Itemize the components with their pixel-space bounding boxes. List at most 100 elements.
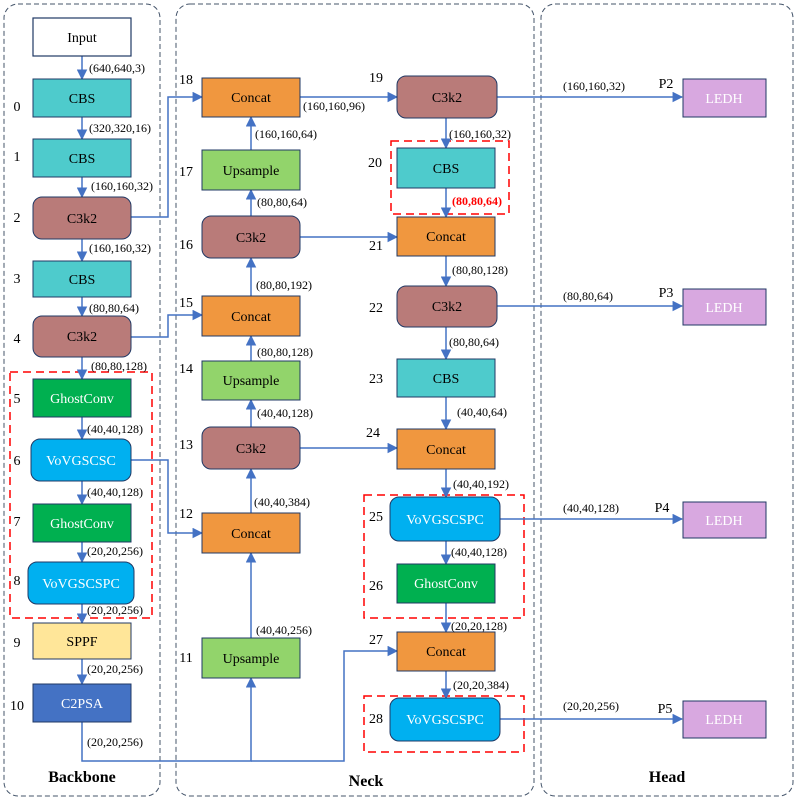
node-14-label: Upsample — [223, 374, 280, 389]
node-input: Input — [32, 17, 132, 57]
edge-2-18 — [131, 91, 204, 218]
node-28-index: 28 — [369, 712, 383, 727]
shape-label-4: (80,80,128) — [91, 359, 147, 373]
node-11: Upsample — [201, 637, 301, 679]
shape-label-18: (160,160,96) — [303, 99, 365, 113]
node-8-label: VoVGSCSPC — [42, 577, 120, 592]
node-0: CBS — [32, 78, 132, 118]
node-24-index: 24 — [366, 426, 380, 441]
shape-label-9: (20,20,256) — [87, 662, 143, 676]
node-16: C3k2 — [201, 215, 301, 259]
node-7-label: GhostConv — [50, 517, 114, 532]
node-28-label: VoVGSCSPC — [406, 713, 484, 728]
edge-6-12 — [131, 459, 204, 539]
head-p4-box-label: LEDH — [705, 514, 742, 529]
node-12: Concat — [201, 512, 301, 554]
node-18: Concat — [201, 77, 301, 118]
node-7-index: 7 — [14, 515, 21, 530]
node-6-index: 6 — [14, 454, 21, 469]
node-5-index: 5 — [14, 392, 21, 407]
edge-10-11 — [81, 676, 257, 762]
shape-label-14: (80,80,128) — [257, 345, 313, 359]
node-27: Concat — [396, 631, 496, 672]
head-p2-shape: (160,160,32) — [563, 79, 625, 93]
edge-10-27 — [251, 645, 399, 762]
node-2: C3k2 — [32, 196, 132, 240]
shape-label-2: (160,160,32) — [89, 241, 151, 255]
node-17-label: Upsample — [223, 164, 280, 179]
node-15: Concat — [201, 295, 301, 337]
node-6: VoVGSCSC — [30, 438, 132, 482]
node-input-label: Input — [67, 31, 97, 46]
head-p5-label: P5 — [658, 702, 673, 717]
node-4-label: C3k2 — [67, 330, 97, 345]
shape-label-20: (80,80,64) — [452, 194, 502, 208]
head-panel — [540, 3, 794, 797]
node-23-index: 23 — [369, 372, 383, 387]
node-3-label: CBS — [69, 273, 95, 288]
shape-label-1: (160,160,32) — [91, 179, 153, 193]
shape-label-11: (40,40,256) — [256, 623, 312, 637]
shape-label-24: (40,40,192) — [453, 477, 509, 491]
node-1: CBS — [32, 138, 132, 178]
shape-label-6: (40,40,128) — [87, 485, 143, 499]
node-2-index: 2 — [14, 211, 21, 226]
node-22-index: 22 — [369, 301, 383, 316]
node-24: Concat — [396, 428, 496, 470]
node-5: GhostConv — [32, 378, 132, 418]
head-p2-label: P2 — [659, 77, 674, 92]
node-26-index: 26 — [369, 579, 383, 594]
node-13-index: 13 — [179, 438, 193, 453]
shape-label-8: (20,20,256) — [87, 603, 143, 617]
node-10-label: C2PSA — [61, 697, 104, 712]
node-14: Upsample — [201, 360, 301, 401]
connections — [76, 56, 684, 762]
node-14-index: 14 — [179, 362, 193, 377]
node-21-index: 21 — [369, 239, 383, 254]
shape-label-0: (320,320,16) — [89, 121, 151, 135]
node-22: C3k2 — [396, 285, 498, 328]
node-9-index: 9 — [14, 636, 21, 651]
head-p2: LEDH P2 (160,160,32) — [563, 77, 767, 118]
node-3: CBS — [32, 260, 132, 298]
node-16-index: 16 — [179, 238, 193, 253]
shape-label-16: (80,80,64) — [257, 195, 307, 209]
node-7: GhostConv — [32, 503, 132, 543]
node-23-label: CBS — [433, 372, 459, 387]
shape-label-15: (80,80,192) — [256, 278, 312, 292]
shape-label-3: (80,80,64) — [89, 301, 139, 315]
node-25-label: VoVGSCSPC — [406, 513, 484, 528]
node-1-label: CBS — [69, 152, 95, 167]
node-18-label: Concat — [231, 91, 271, 106]
node-13: C3k2 — [201, 426, 301, 470]
shape-label-22: (80,80,64) — [449, 335, 499, 349]
node-1-index: 1 — [14, 150, 21, 165]
head-p2-box-label: LEDH — [705, 92, 742, 107]
node-4-index: 4 — [14, 332, 21, 347]
head-p4-label: P4 — [655, 501, 670, 516]
node-11-label: Upsample — [223, 652, 280, 667]
node-19-index: 19 — [369, 71, 383, 86]
node-20: CBS — [396, 147, 496, 189]
shape-label-27: (20,20,384) — [453, 678, 509, 692]
backbone-title: Backbone — [48, 769, 116, 786]
node-12-label: Concat — [231, 527, 271, 542]
shape-label-10: (20,20,256) — [87, 735, 143, 749]
head-p3-box-label: LEDH — [705, 301, 742, 316]
node-9: SPPF — [32, 622, 132, 660]
shape-label-7: (20,20,256) — [87, 544, 143, 558]
shape-label-21: (80,80,128) — [452, 263, 508, 277]
node-26: GhostConv — [396, 563, 496, 604]
node-27-index: 27 — [369, 633, 383, 648]
node-16-label: C3k2 — [236, 231, 266, 246]
shape-label-17: (160,160,64) — [255, 127, 317, 141]
node-9-label: SPPF — [66, 635, 97, 650]
node-8: VoVGSCSPC — [27, 561, 135, 605]
node-19: C3k2 — [396, 75, 498, 119]
head-title: Head — [649, 769, 686, 786]
head-p5-box-label: LEDH — [705, 713, 742, 728]
node-19-label: C3k2 — [432, 91, 462, 106]
node-10-index: 10 — [10, 699, 24, 714]
node-24-label: Concat — [426, 443, 466, 458]
